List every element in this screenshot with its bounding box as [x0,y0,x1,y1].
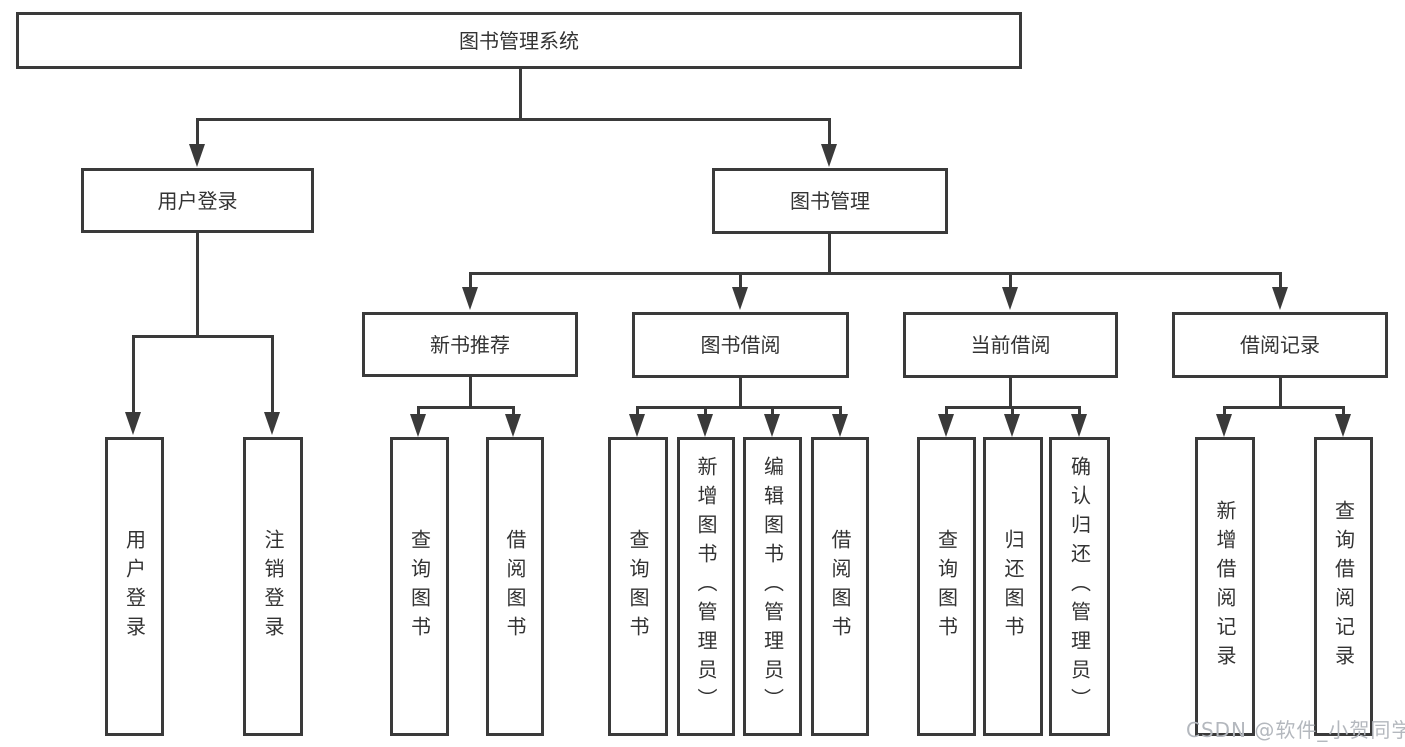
connector-vline [704,407,707,418]
arrowhead-down-icon [1002,287,1018,310]
connector-vline [828,119,831,146]
node-current-borrowing: 当前借阅 [903,312,1118,378]
arrowhead-down-icon [264,412,280,435]
leaf-query-books-current: 查询图书 [917,437,976,736]
connector-vline [739,273,742,290]
connector-vline [828,231,831,275]
connector-hline [636,406,842,409]
leaf-confirm-return-admin: 确认归还（管理员） [1049,437,1110,736]
leaf-query-borrow-record: 查询借阅记录 [1314,437,1373,736]
csdn-watermark: CSDN @软件_小贺同学 [1186,718,1405,742]
connector-vline [636,407,639,418]
arrowhead-down-icon [462,287,478,310]
connector-vline [512,407,515,418]
connector-hline [196,118,831,121]
arrowhead-down-icon [821,144,837,167]
leaf-query-books-borrowing: 查询图书 [608,437,668,736]
connector-vline [519,68,522,121]
connector-hline [945,406,1081,409]
connector-vline [739,375,742,409]
connector-hline [469,272,1282,275]
arrowhead-down-icon [1216,414,1232,437]
leaf-borrow-books: 借阅图书 [811,437,869,736]
arrowhead-down-icon [764,414,780,437]
connector-vline [1078,407,1081,418]
node-book-borrowing: 图书借阅 [632,312,849,378]
connector-vline [469,375,472,409]
connector-vline [417,407,420,418]
arrowhead-down-icon [938,414,954,437]
connector-hline [1223,406,1345,409]
connector-vline [1009,273,1012,290]
node-library-management-system: 图书管理系统 [16,12,1022,69]
leaf-edit-books-admin: 编辑图书（管理员） [743,437,802,736]
connector-vline [1009,375,1012,409]
arrowhead-down-icon [629,414,645,437]
leaf-add-borrow-record: 新增借阅记录 [1195,437,1255,736]
leaf-query-books-recommend: 查询图书 [390,437,449,736]
connector-hline [417,406,515,409]
node-new-book-recommend: 新书推荐 [362,312,578,377]
arrowhead-down-icon [410,414,426,437]
connector-vline [196,119,199,146]
node-borrow-records: 借阅记录 [1172,312,1388,378]
connector-vline [839,407,842,418]
connector-vline [945,407,948,418]
arrowhead-down-icon [189,144,205,167]
connector-vline [196,231,199,338]
node-book-management: 图书管理 [712,168,948,234]
leaf-return-books: 归还图书 [983,437,1043,736]
connector-vline [1223,407,1226,418]
arrowhead-down-icon [1071,414,1087,437]
connector-vline [132,336,135,416]
arrowhead-down-icon [505,414,521,437]
connector-vline [271,336,274,416]
connector-vline [1279,273,1282,290]
arrowhead-down-icon [125,412,141,435]
arrowhead-down-icon [1272,287,1288,310]
arrowhead-down-icon [1004,414,1020,437]
connector-vline [1279,375,1282,409]
arrowhead-down-icon [697,414,713,437]
leaf-user-login: 用户登录 [105,437,164,736]
arrowhead-down-icon [1335,414,1351,437]
arrowhead-down-icon [832,414,848,437]
connector-vline [469,273,472,290]
connector-hline [132,335,274,338]
leaf-borrow-books-recommend: 借阅图书 [486,437,544,736]
node-user-login: 用户登录 [81,168,314,233]
leaf-logout: 注销登录 [243,437,303,736]
connector-vline [1342,407,1345,418]
arrowhead-down-icon [732,287,748,310]
leaf-add-books-admin: 新增图书（管理员） [677,437,735,736]
connector-vline [771,407,774,418]
connector-vline [1011,407,1014,418]
